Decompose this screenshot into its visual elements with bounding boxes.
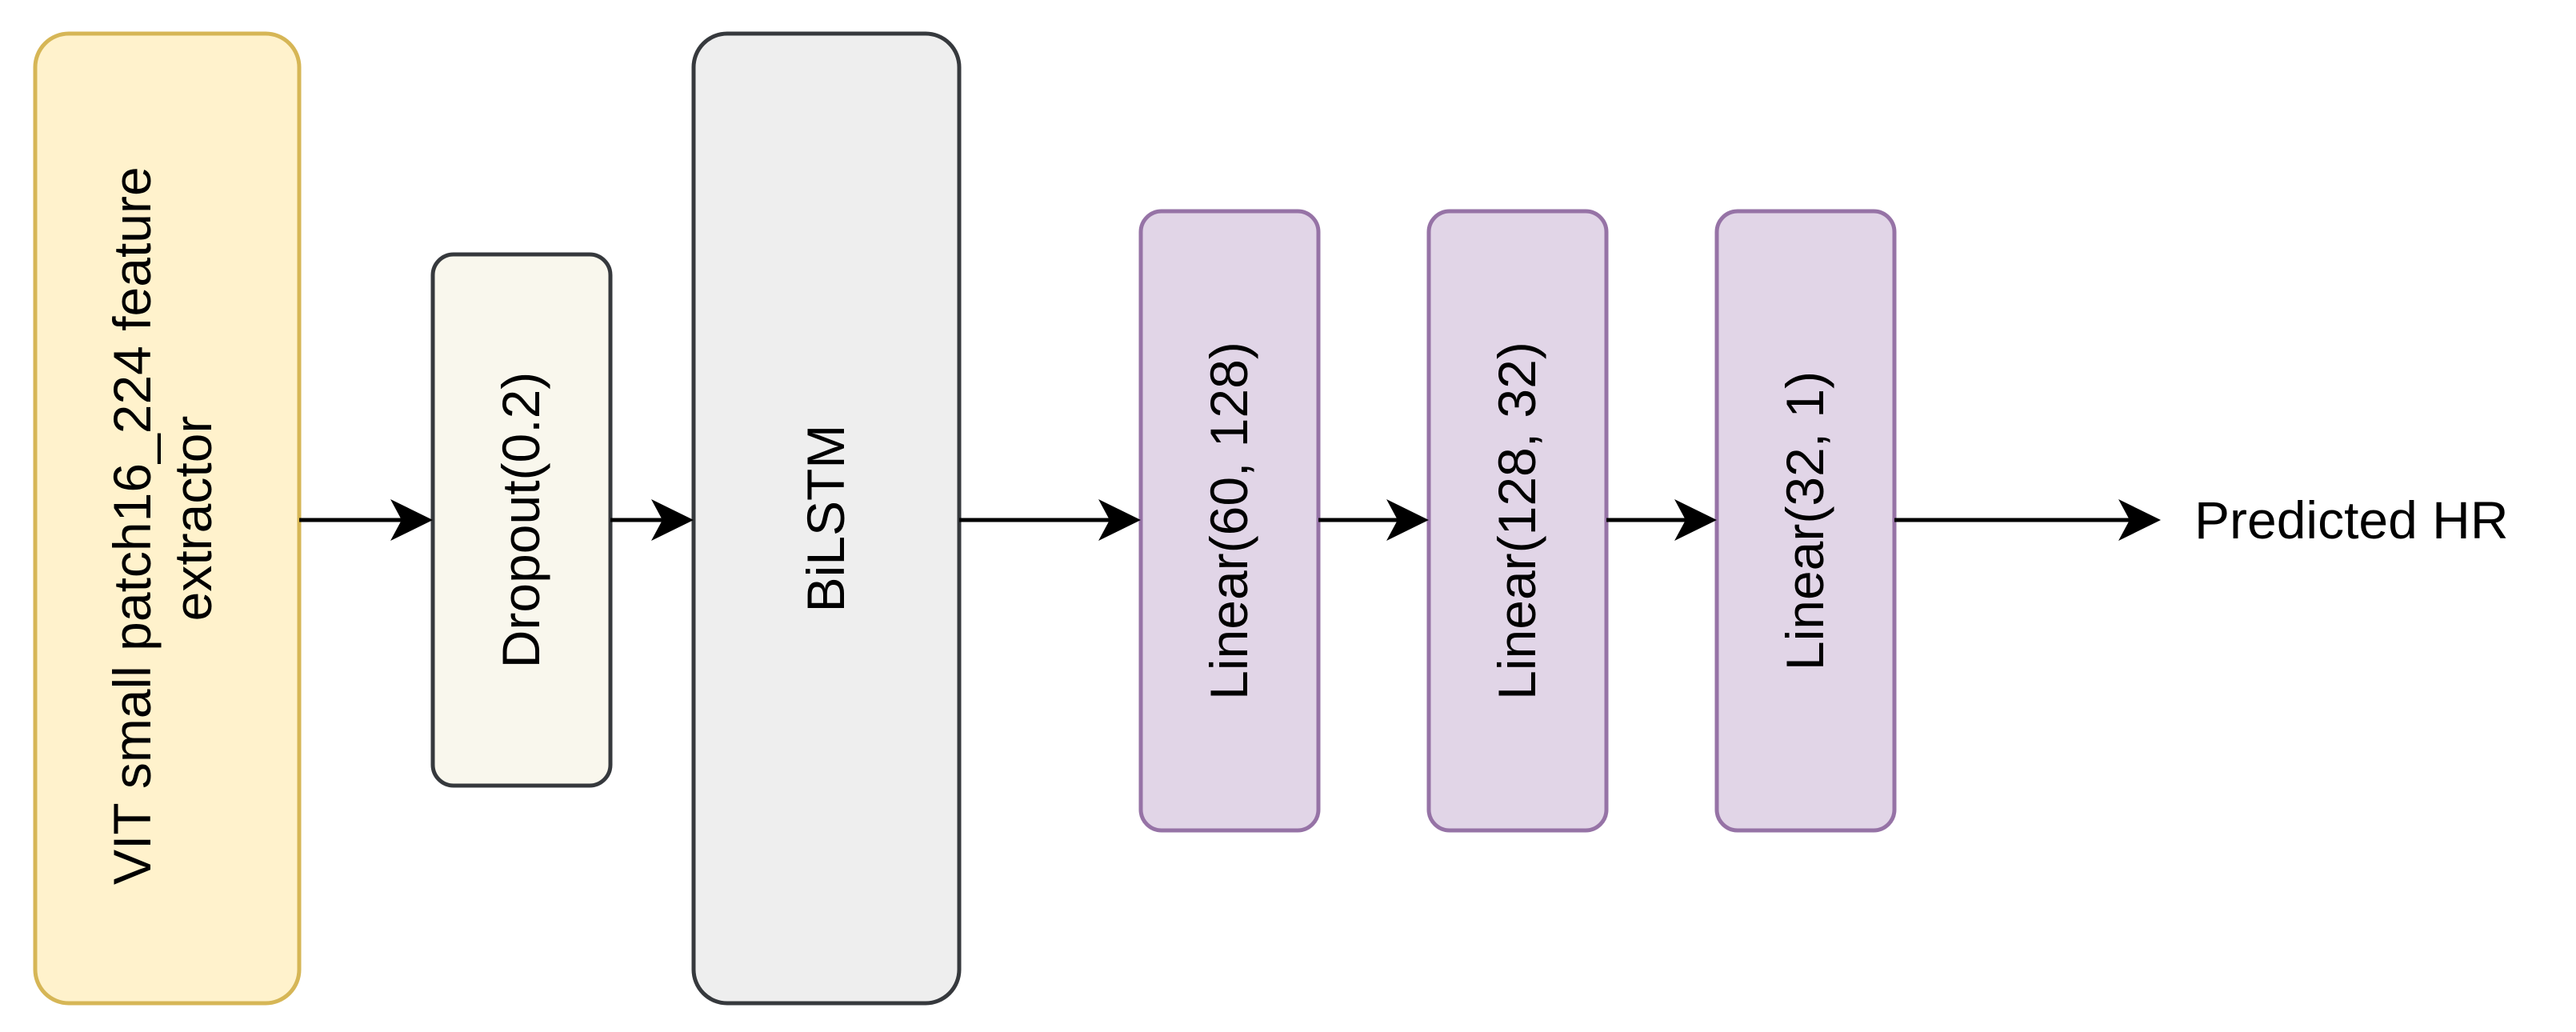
- edge-vit-to-dropout: [299, 499, 433, 541]
- node-linear-3: Linear(32, 1): [1714, 209, 1897, 833]
- node-dropout-label: Dropout(0.2): [491, 372, 550, 669]
- node-bilstm-label: BiLSTM: [796, 425, 855, 613]
- edge-dropout-to-bilstm: [610, 499, 694, 541]
- node-vit-label-line-1: VIT small patch16_224 feature: [102, 166, 162, 885]
- node-linear-3-label: Linear(32, 1): [1775, 371, 1834, 670]
- node-vit-feature-extractor: VIT small patch16_224 feature extractor: [33, 31, 302, 1006]
- edge-linear-3-to-output: [1894, 499, 2161, 541]
- edge-linear-2-to-linear-3: [1606, 499, 1717, 541]
- node-bilstm: BiLSTM: [691, 31, 962, 1006]
- node-vit-label-line-2: extractor: [163, 416, 222, 622]
- edge-bilstm-to-linear-1: [959, 499, 1141, 541]
- node-dropout: Dropout(0.2): [430, 252, 613, 788]
- node-linear-1-label: Linear(60, 128): [1199, 342, 1258, 700]
- node-linear-2: Linear(128, 32): [1426, 209, 1609, 833]
- output-label-predicted-hr: Predicted HR: [2194, 490, 2509, 550]
- node-linear-1: Linear(60, 128): [1138, 209, 1321, 833]
- edge-linear-1-to-linear-2: [1318, 499, 1429, 541]
- node-linear-2-label: Linear(128, 32): [1487, 342, 1546, 700]
- node-vit-label: VIT small patch16_224 feature extractor: [102, 152, 222, 885]
